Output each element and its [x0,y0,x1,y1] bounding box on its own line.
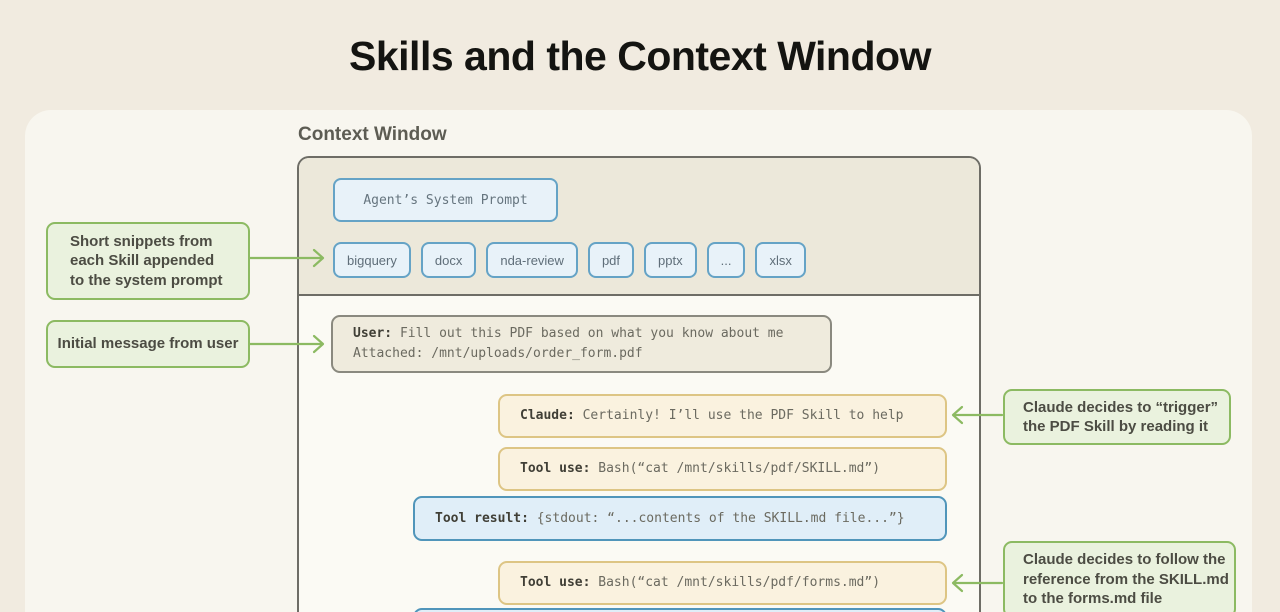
context-window: Agent’s System Prompt bigquery docx nda-… [297,156,981,612]
annotation-follow-reference: Claude decides to follow the reference f… [1003,541,1236,612]
skill-chip: bigquery [333,242,411,278]
annotation-line: reference from the SKILL.md [1023,570,1229,588]
annotation-line: Initial message from user [57,335,239,353]
annotation-line: Claude decides to “trigger” [1023,398,1219,416]
page-title: Skills and the Context Window [349,33,931,79]
skill-chip: docx [420,242,477,278]
message-line: User:Fill out this PDF based on what you… [353,326,784,341]
context-window-label: Context Window [298,124,447,145]
annotation-skill-snippets: Short snippets from each Skill appended … [46,222,250,300]
annotation-line: the PDF Skill by reading it [1023,418,1209,435]
skill-chip: pdf [587,242,635,278]
message-partial-next [413,608,947,612]
annotation-line: to the forms.md file [1023,590,1163,608]
system-prompt-label: Agent’s System Prompt [363,192,528,208]
message-tool-result: Tool result:{stdout: “...contents of the… [413,496,947,541]
skill-chip: ... [706,242,746,278]
skill-chip: pptx [644,242,697,278]
context-window-header: Agent’s System Prompt bigquery docx nda-… [299,158,979,296]
skill-chip: nda-review [486,242,578,278]
annotation-line: Claude decides to follow the [1023,551,1226,569]
skill-chips-row: bigquery docx nda-review pdf pptx ... xl… [333,242,806,278]
message-line: Tool result:{stdout: “...contents of the… [435,510,905,526]
annotation-line: Short snippets from [70,232,213,250]
system-prompt-box: Agent’s System Prompt [333,178,558,222]
skill-chip: xlsx [755,242,806,278]
message-line: Claude:Certainly! I’ll use the PDF Skill… [520,408,904,423]
annotation-line: each Skill appended [70,252,215,270]
message-tool-use-forms-md: Tool use:Bash(“cat /mnt/skills/pdf/forms… [498,561,947,605]
message-line: Tool use:Bash(“cat /mnt/skills/pdf/forms… [520,575,881,590]
message-line: Tool use:Bash(“cat /mnt/skills/pdf/SKILL… [520,461,881,476]
annotation-line: to the system prompt [70,271,223,289]
message-user: User:Fill out this PDF based on what you… [331,315,832,373]
annotation-initial-message: Initial message from user [46,320,250,368]
annotation-trigger-skill: Claude decides to “trigger” the PDF Skil… [1003,389,1231,445]
message-claude-intro: Claude:Certainly! I’ll use the PDF Skill… [498,394,947,438]
message-line: Attached: /mnt/uploads/order_form.pdf [353,346,643,361]
message-tool-use-skill-md: Tool use:Bash(“cat /mnt/skills/pdf/SKILL… [498,447,947,491]
